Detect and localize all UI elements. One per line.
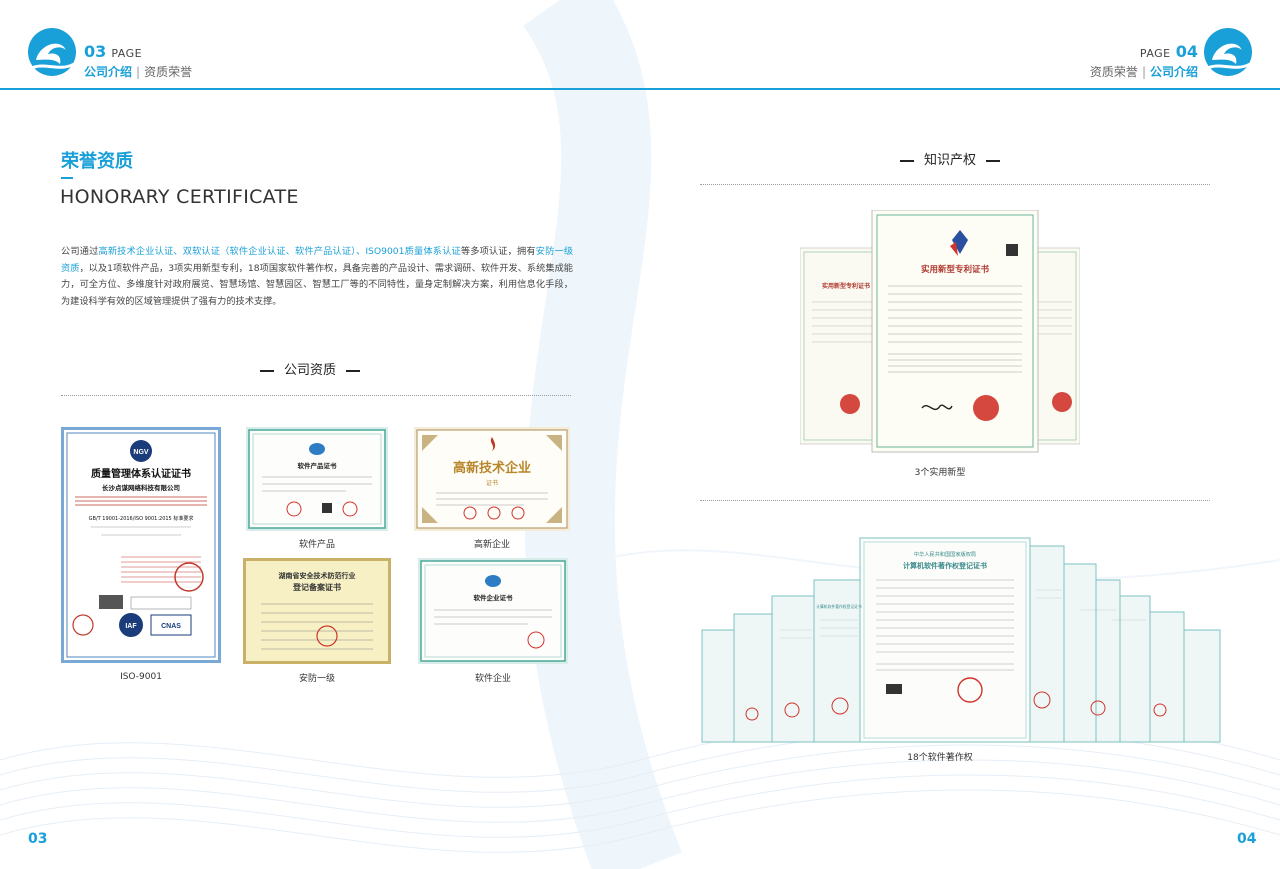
ip-heading: 知识产权 <box>890 149 1010 168</box>
software-enterprise-certificate: 软件企业证书 <box>418 558 568 664</box>
breadcrumb: 公司介绍|资质荣誉 <box>84 66 192 78</box>
section-title: 荣誉资质 <box>61 151 133 172</box>
soft-enterprise-title: 软件企业证书 <box>474 593 514 602</box>
breadcrumb-item: 资质荣誉 <box>144 65 193 79</box>
breadcrumb-active: 公司介绍 <box>1149 65 1198 79</box>
footer-page-number: 03 <box>28 831 48 847</box>
high-tech-enterprise-certificate: 高新技术企业 证书 <box>414 427 570 531</box>
section-title-english: HONORARY CERTIFICATE <box>60 186 299 208</box>
header-divider <box>0 88 1280 90</box>
cert-caption: 3个实用新型 <box>914 468 966 478</box>
software-product-certificate: 软件产品证书 <box>246 427 388 531</box>
cert-caption: 软件企业 <box>474 674 511 684</box>
iso-standard: GB/T 19001-2016/ISO 9001:2015 标准要求 <box>89 515 194 522</box>
cert-caption: ISO-9001 <box>120 672 162 682</box>
utility-patent-certificates: 实用新型专利证书 实用新型专利证书 <box>800 210 1080 454</box>
header-right: PAGE 04 资质荣誉|公司介绍 <box>1090 42 1198 79</box>
security-level-one-certificate: 湖南省安全技术防范行业 登记备案证书 <box>243 558 391 664</box>
intro-text: 公司通过 <box>61 246 99 257</box>
cert-caption: 软件产品 <box>298 540 335 550</box>
page-number: 03 <box>84 42 107 61</box>
breadcrumb-item: 资质荣誉 <box>1089 65 1138 79</box>
hightech-sub: 证书 <box>486 479 498 487</box>
cert-caption: 安防一级 <box>298 674 335 684</box>
company-logo-icon <box>1202 26 1254 78</box>
intro-paragraph: 公司通过高新技术企业认证、双软认证（软件企业认证、软件产品认证）、ISO9001… <box>61 244 573 310</box>
iso-title: 质量管理体系认证证书 <box>91 467 191 480</box>
patent-side-title: 实用新型专利证书 <box>822 282 870 290</box>
title-accent-bar <box>61 177 73 179</box>
patent-title: 实用新型专利证书 <box>921 264 990 275</box>
qualifications-heading-text: 公司资质 <box>284 363 337 378</box>
security-title-2: 登记备案证书 <box>292 582 341 592</box>
soft-product-title: 软件产品证书 <box>298 461 338 470</box>
intro-text: 等多项认证，拥有 <box>460 246 536 257</box>
copyright-small-title: 计算机软件著作权登记证书 <box>816 604 862 609</box>
breadcrumb-separator: | <box>1141 65 1146 79</box>
security-title-1: 湖南省安全技术防范行业 <box>279 571 356 580</box>
dotted-divider <box>700 184 1210 185</box>
breadcrumb-separator: | <box>136 65 141 79</box>
page-label: PAGE <box>1139 47 1171 60</box>
page-label: PAGE <box>111 47 143 60</box>
breadcrumb: 资质荣誉|公司介绍 <box>1090 66 1198 78</box>
svg-text:IAF: IAF <box>125 623 137 630</box>
copyright-head: 中华人民共和国国家版权局 <box>914 550 976 558</box>
intro-highlight: 高新技术企业认证、双软认证（软件企业认证、软件产品认证）、ISO9001质量体系… <box>98 246 461 257</box>
page-number: 04 <box>1175 42 1198 61</box>
footer-page-number: 04 <box>1237 831 1257 847</box>
ip-heading-text: 知识产权 <box>924 153 977 168</box>
breadcrumb-active: 公司介绍 <box>84 65 133 79</box>
cert-caption: 18个软件著作权 <box>907 753 973 763</box>
intro-text: ，以及1项软件产品，3项实用新型专利，18项国家软件著作权，具备完善的产品设计、… <box>61 262 573 307</box>
dotted-divider <box>61 395 571 396</box>
cert-caption: 高新企业 <box>473 540 510 550</box>
header-left: 03 PAGE 公司介绍|资质荣誉 <box>84 42 192 79</box>
copyright-title: 计算机软件著作权登记证书 <box>903 561 987 570</box>
dotted-divider <box>700 500 1210 501</box>
intro-highlight: 安防一级资质 <box>61 246 574 274</box>
qualifications-heading: 公司资质 <box>250 359 370 378</box>
company-logo-icon <box>26 26 78 78</box>
iso-company: 长沙点谋网络科技有限公司 <box>102 483 180 492</box>
svg-text:NGV: NGV <box>133 449 149 456</box>
iso-9001-certificate: NGV 质量管理体系认证证书 长沙点谋网络科技有限公司 GB/T 19001-2… <box>61 427 221 663</box>
hightech-title: 高新技术企业 <box>453 460 531 476</box>
software-copyright-certificates: 中华人民共和国国家版权局 计算机软件著作权登记证书 计算机软件著作权登记证书 <box>700 520 1222 745</box>
svg-text:CNAS: CNAS <box>161 623 181 630</box>
